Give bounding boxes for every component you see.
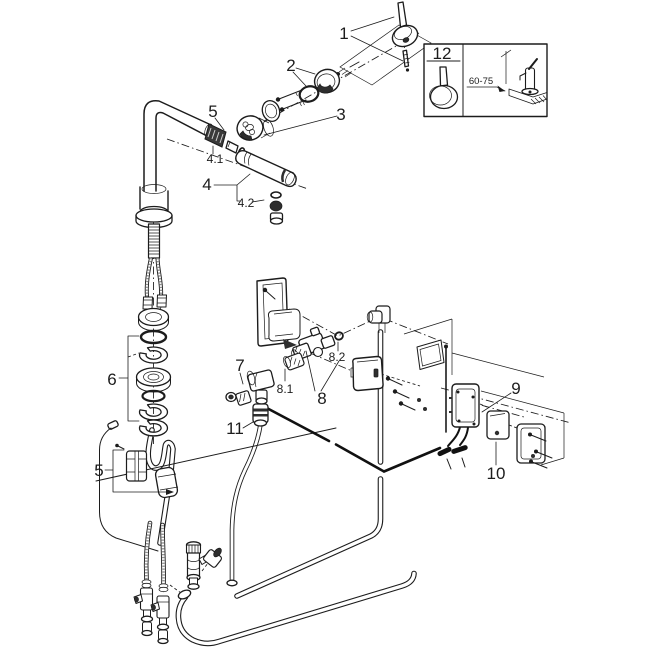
- callout-4: 4: [202, 175, 211, 194]
- callout-labels: 1 2 3 5 4.1 4 4.2 6 7 8.1 8 8.2 9 10 11 …: [94, 24, 520, 483]
- tee-fitting: [246, 369, 275, 405]
- check-valve-right: [150, 595, 170, 645]
- construction-lines: [339, 24, 565, 466]
- install-dimension-drawing: [466, 49, 548, 105]
- callout-11: 11: [226, 419, 244, 438]
- callout-6: 6: [107, 370, 116, 389]
- detail-box: [423, 43, 548, 118]
- callout-4-1: 4.1: [207, 152, 224, 166]
- escutcheon-cap: [313, 68, 341, 94]
- faucet-glyph: [519, 58, 539, 96]
- puller-tool-icon: [429, 66, 459, 110]
- leader-lines: [104, 16, 512, 495]
- callout-10: 10: [487, 464, 506, 483]
- sensor-rod: [444, 344, 448, 433]
- bottom-hose-loop: [175, 570, 417, 647]
- callout-1: 1: [339, 24, 348, 43]
- mounting-hardware-stack: [135, 307, 172, 437]
- mixed-water-hose: [234, 329, 384, 599]
- elbow-fitting: [366, 305, 391, 333]
- control-box-10: [486, 410, 510, 440]
- pullout-hose: [145, 427, 176, 546]
- cartridge: [236, 115, 274, 141]
- callout-3: 3: [336, 105, 345, 124]
- loop-elbow-nut: [177, 589, 192, 600]
- callout-9: 9: [511, 379, 520, 398]
- cover-fixing-screws: [385, 376, 427, 411]
- pullout-wand: [235, 149, 297, 188]
- tee-check-valve: [185, 541, 214, 590]
- callout-4-2: 4.2: [238, 196, 255, 210]
- callout-2: 2: [286, 56, 295, 75]
- check-valve-left: [133, 587, 154, 637]
- cartridge-screws: [275, 89, 307, 112]
- wall-mounting-plate: [416, 339, 445, 370]
- callout-8-2: 8.2: [329, 350, 346, 364]
- sensor-cable: [95, 420, 337, 552]
- faucet-body: [135, 184, 173, 229]
- box-fixing-screws: [528, 432, 553, 469]
- quick-coupling-11: [252, 403, 269, 427]
- spray-head-grip: [204, 123, 227, 148]
- callout-8-1: 8.1: [277, 382, 294, 396]
- valve-cover-box: [350, 355, 384, 392]
- coupling-hose: [226, 421, 263, 587]
- callout-5-bottom: 5: [94, 461, 103, 480]
- control-bracket-9: [449, 383, 480, 428]
- hose-union-nut: [202, 547, 223, 568]
- wall-bracket-plate: [256, 277, 301, 349]
- lever-handle: [391, 1, 419, 48]
- callout-8: 8: [317, 389, 326, 408]
- callout-5-top: 5: [208, 102, 217, 121]
- cartridge-flange-ring: [261, 100, 281, 122]
- callout-12: 12: [433, 44, 452, 63]
- threaded-shank: [147, 223, 161, 259]
- dimension-label: 60-75: [469, 76, 493, 87]
- mounting-box: [516, 423, 546, 464]
- check-valve-parts: [269, 191, 284, 225]
- braided-supply-hoses: [143, 520, 166, 586]
- adapter-fitting-7: [225, 390, 252, 406]
- coupling-nut-8-1: [283, 352, 305, 371]
- cap-o-ring: [298, 85, 320, 103]
- hose-weight: [154, 466, 179, 499]
- seal-ring-8-2: [334, 331, 344, 341]
- handle-grub-screw: [402, 49, 410, 72]
- control-cable: [261, 404, 469, 473]
- callout-7: 7: [235, 356, 244, 375]
- hose-weight-clamp: [115, 443, 148, 482]
